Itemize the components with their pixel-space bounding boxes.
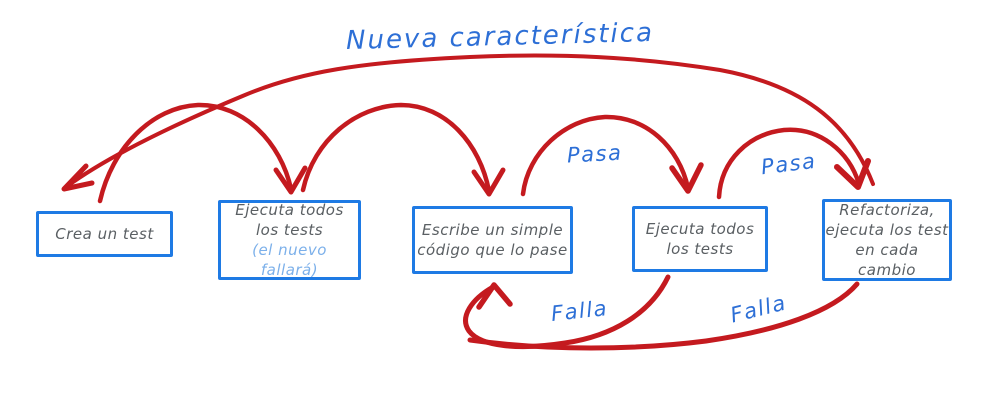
box-text-line: Refactoriza, bbox=[839, 200, 935, 219]
arrow-write-to-run2 bbox=[520, 114, 691, 197]
arrow-run-to-write bbox=[300, 102, 492, 194]
arrowhead-write-to-run2-icon bbox=[669, 162, 704, 194]
box-text-line: en cada cambio bbox=[855, 241, 919, 280]
box-text-line: Ejecuta todos bbox=[645, 219, 755, 238]
box-text-line: ejecuta los test bbox=[825, 220, 949, 239]
box-text-line: Ejecuta todos bbox=[235, 200, 344, 219]
arrow-new-feature bbox=[64, 53, 875, 189]
arrowhead-fail-to-write-icon bbox=[476, 282, 513, 310]
box-note-new-will-fail: (el nuevo fallará) bbox=[252, 241, 327, 280]
box-create-test: Crea un test bbox=[36, 211, 173, 257]
arrowhead-run2-to-refactor-icon bbox=[834, 158, 871, 190]
box-text-line: código que lo pase bbox=[417, 241, 568, 259]
edge-label-pass-1: Pasa bbox=[566, 140, 623, 168]
box-write-code: Escribe un simple código que lo pase bbox=[412, 206, 573, 274]
box-run-all-tests-1: Ejecuta todos los tests (el nuevo fallar… bbox=[218, 200, 361, 280]
arrow-run2-to-refactor bbox=[716, 127, 862, 200]
box-text-line: los tests bbox=[255, 220, 324, 239]
arrowhead-run-to-write-icon bbox=[471, 167, 506, 197]
box-run-all-tests-2: Ejecuta todos los tests bbox=[632, 206, 768, 272]
box-text-line: Escribe un simple bbox=[421, 220, 564, 239]
box-text-line: Crea un test bbox=[55, 224, 154, 243]
box-text-line: los tests bbox=[666, 240, 734, 258]
arrowhead-create-to-run-icon bbox=[273, 165, 308, 195]
arrowhead-new-feature-icon bbox=[61, 163, 95, 192]
arrow-create-to-run bbox=[97, 102, 294, 204]
box-refactor: Refactoriza, ejecuta los test en cada ca… bbox=[822, 199, 952, 281]
arrow-refactor-fail-to-write bbox=[467, 281, 860, 351]
